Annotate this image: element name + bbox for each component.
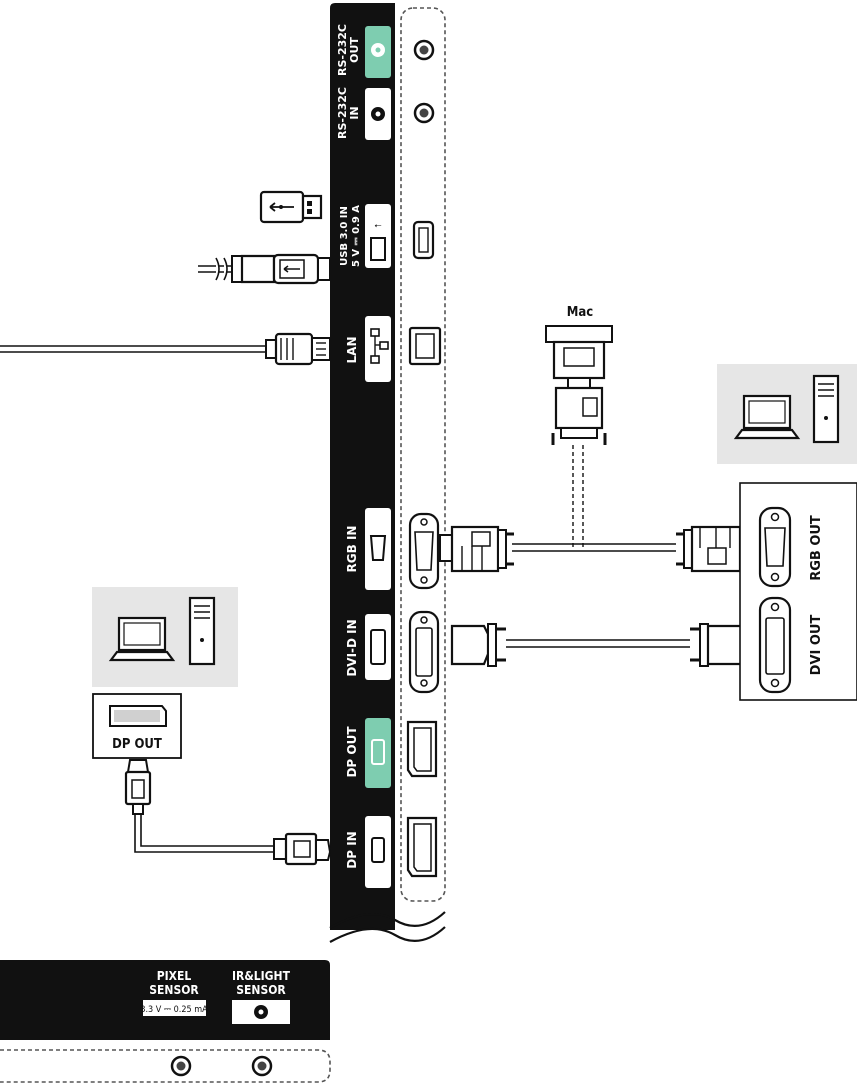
desktop-tower-icon (812, 374, 840, 444)
dp-in-label: DP IN (345, 831, 359, 868)
laptop-icon (733, 394, 801, 440)
dp-out-port-box (365, 718, 391, 788)
usb-symbol-icon: ⭠ (374, 221, 381, 231)
computer-devices-left (92, 587, 238, 687)
mac-label: Mac (567, 305, 594, 320)
source-dp-out-box: DP OUT (92, 693, 182, 759)
dvi-in-label: DVI-D IN (345, 619, 359, 676)
pixel-sensor-rating: 3.3 V ⎓ 0.25 mA (140, 1005, 208, 1015)
dp-in-socket (406, 816, 438, 878)
usb-port-box (365, 204, 391, 268)
dvi-out-socket (758, 596, 792, 694)
sensor-panel: PIXEL SENSOR 3.3 V ⎓ 0.25 mA IR&LIGHT SE… (0, 960, 331, 1083)
lan-label: LAN (345, 337, 359, 364)
break-mark (329, 926, 446, 943)
lan-network-icon (370, 328, 389, 364)
rgb-cable (439, 525, 751, 573)
usb-port-icon (370, 237, 386, 261)
laptop-icon (108, 616, 176, 662)
panel-dashed-outline (400, 7, 446, 902)
lan-cable-icon (0, 332, 331, 366)
rgb-in-label: RGB IN (345, 526, 359, 573)
port-lan: LAN (345, 316, 442, 382)
source-output-panel: RGB OUT DVI OUT (739, 482, 857, 701)
dp-out-label: DP OUT (345, 726, 359, 778)
dvi-cable (450, 623, 748, 667)
sensor-dashed-outline (0, 1049, 331, 1083)
dp-cable (124, 759, 332, 866)
rgb-in-port-box (365, 508, 391, 590)
rs232c-in-label-1: RS-232C (336, 87, 349, 139)
usb-label-1: USB 3.0 IN (339, 206, 350, 266)
dvi-out-label: DVI OUT (809, 615, 824, 676)
port-usb: USB 3.0 IN 5 V ⎓ 0.9 A ⭠ (339, 204, 435, 268)
rgb-out-label: RGB OUT (809, 515, 824, 581)
pixel-sensor-rating-box (143, 1000, 206, 1016)
dp-in-port-icon (371, 837, 385, 863)
rs232c-out-label-1: RS-232C (336, 24, 349, 76)
irlight-sensor-label-2: SENSOR (236, 983, 286, 997)
port-rs232c-in: RS-232C IN (336, 87, 435, 140)
dp-out-socket (406, 720, 438, 778)
usb-flash-drive-icon (259, 190, 323, 224)
rear-panel (329, 3, 446, 943)
desktop-tower-icon (188, 596, 216, 666)
dp-out-port-icon (371, 739, 385, 765)
rgb-in-port-icon (369, 535, 387, 561)
port-rgb-in: RGB IN (345, 508, 440, 590)
rgb-out-socket (758, 506, 792, 588)
port-dp-out: DP OUT (345, 718, 438, 788)
mac-adapter: Mac (545, 305, 613, 548)
port-rs232c-out: RS-232C OUT (336, 24, 435, 78)
dvi-in-port-box (365, 614, 391, 680)
pixel-sensor-label-2: SENSOR (149, 983, 199, 997)
dp-in-port-box (365, 816, 391, 888)
irlight-sensor-label-1: IR&LIGHT (232, 969, 291, 983)
port-dvi-in: DVI-D IN (345, 610, 440, 694)
computer-devices-top (717, 364, 857, 464)
dvi-in-socket (408, 610, 440, 694)
port-dp-in: DP IN (345, 816, 438, 888)
rs232c-in-label-2: IN (348, 106, 361, 119)
source-dp-out-label: DP OUT (112, 737, 162, 752)
usb-cable-icon (198, 253, 331, 285)
pixel-sensor-label-1: PIXEL (157, 969, 192, 983)
break-mark (329, 911, 446, 929)
panel-strip (330, 3, 395, 930)
usb-label-2: 5 V ⎓ 0.9 A (351, 205, 362, 267)
rs232c-out-label-2: OUT (348, 37, 361, 63)
dvi-in-port-icon (370, 629, 386, 665)
